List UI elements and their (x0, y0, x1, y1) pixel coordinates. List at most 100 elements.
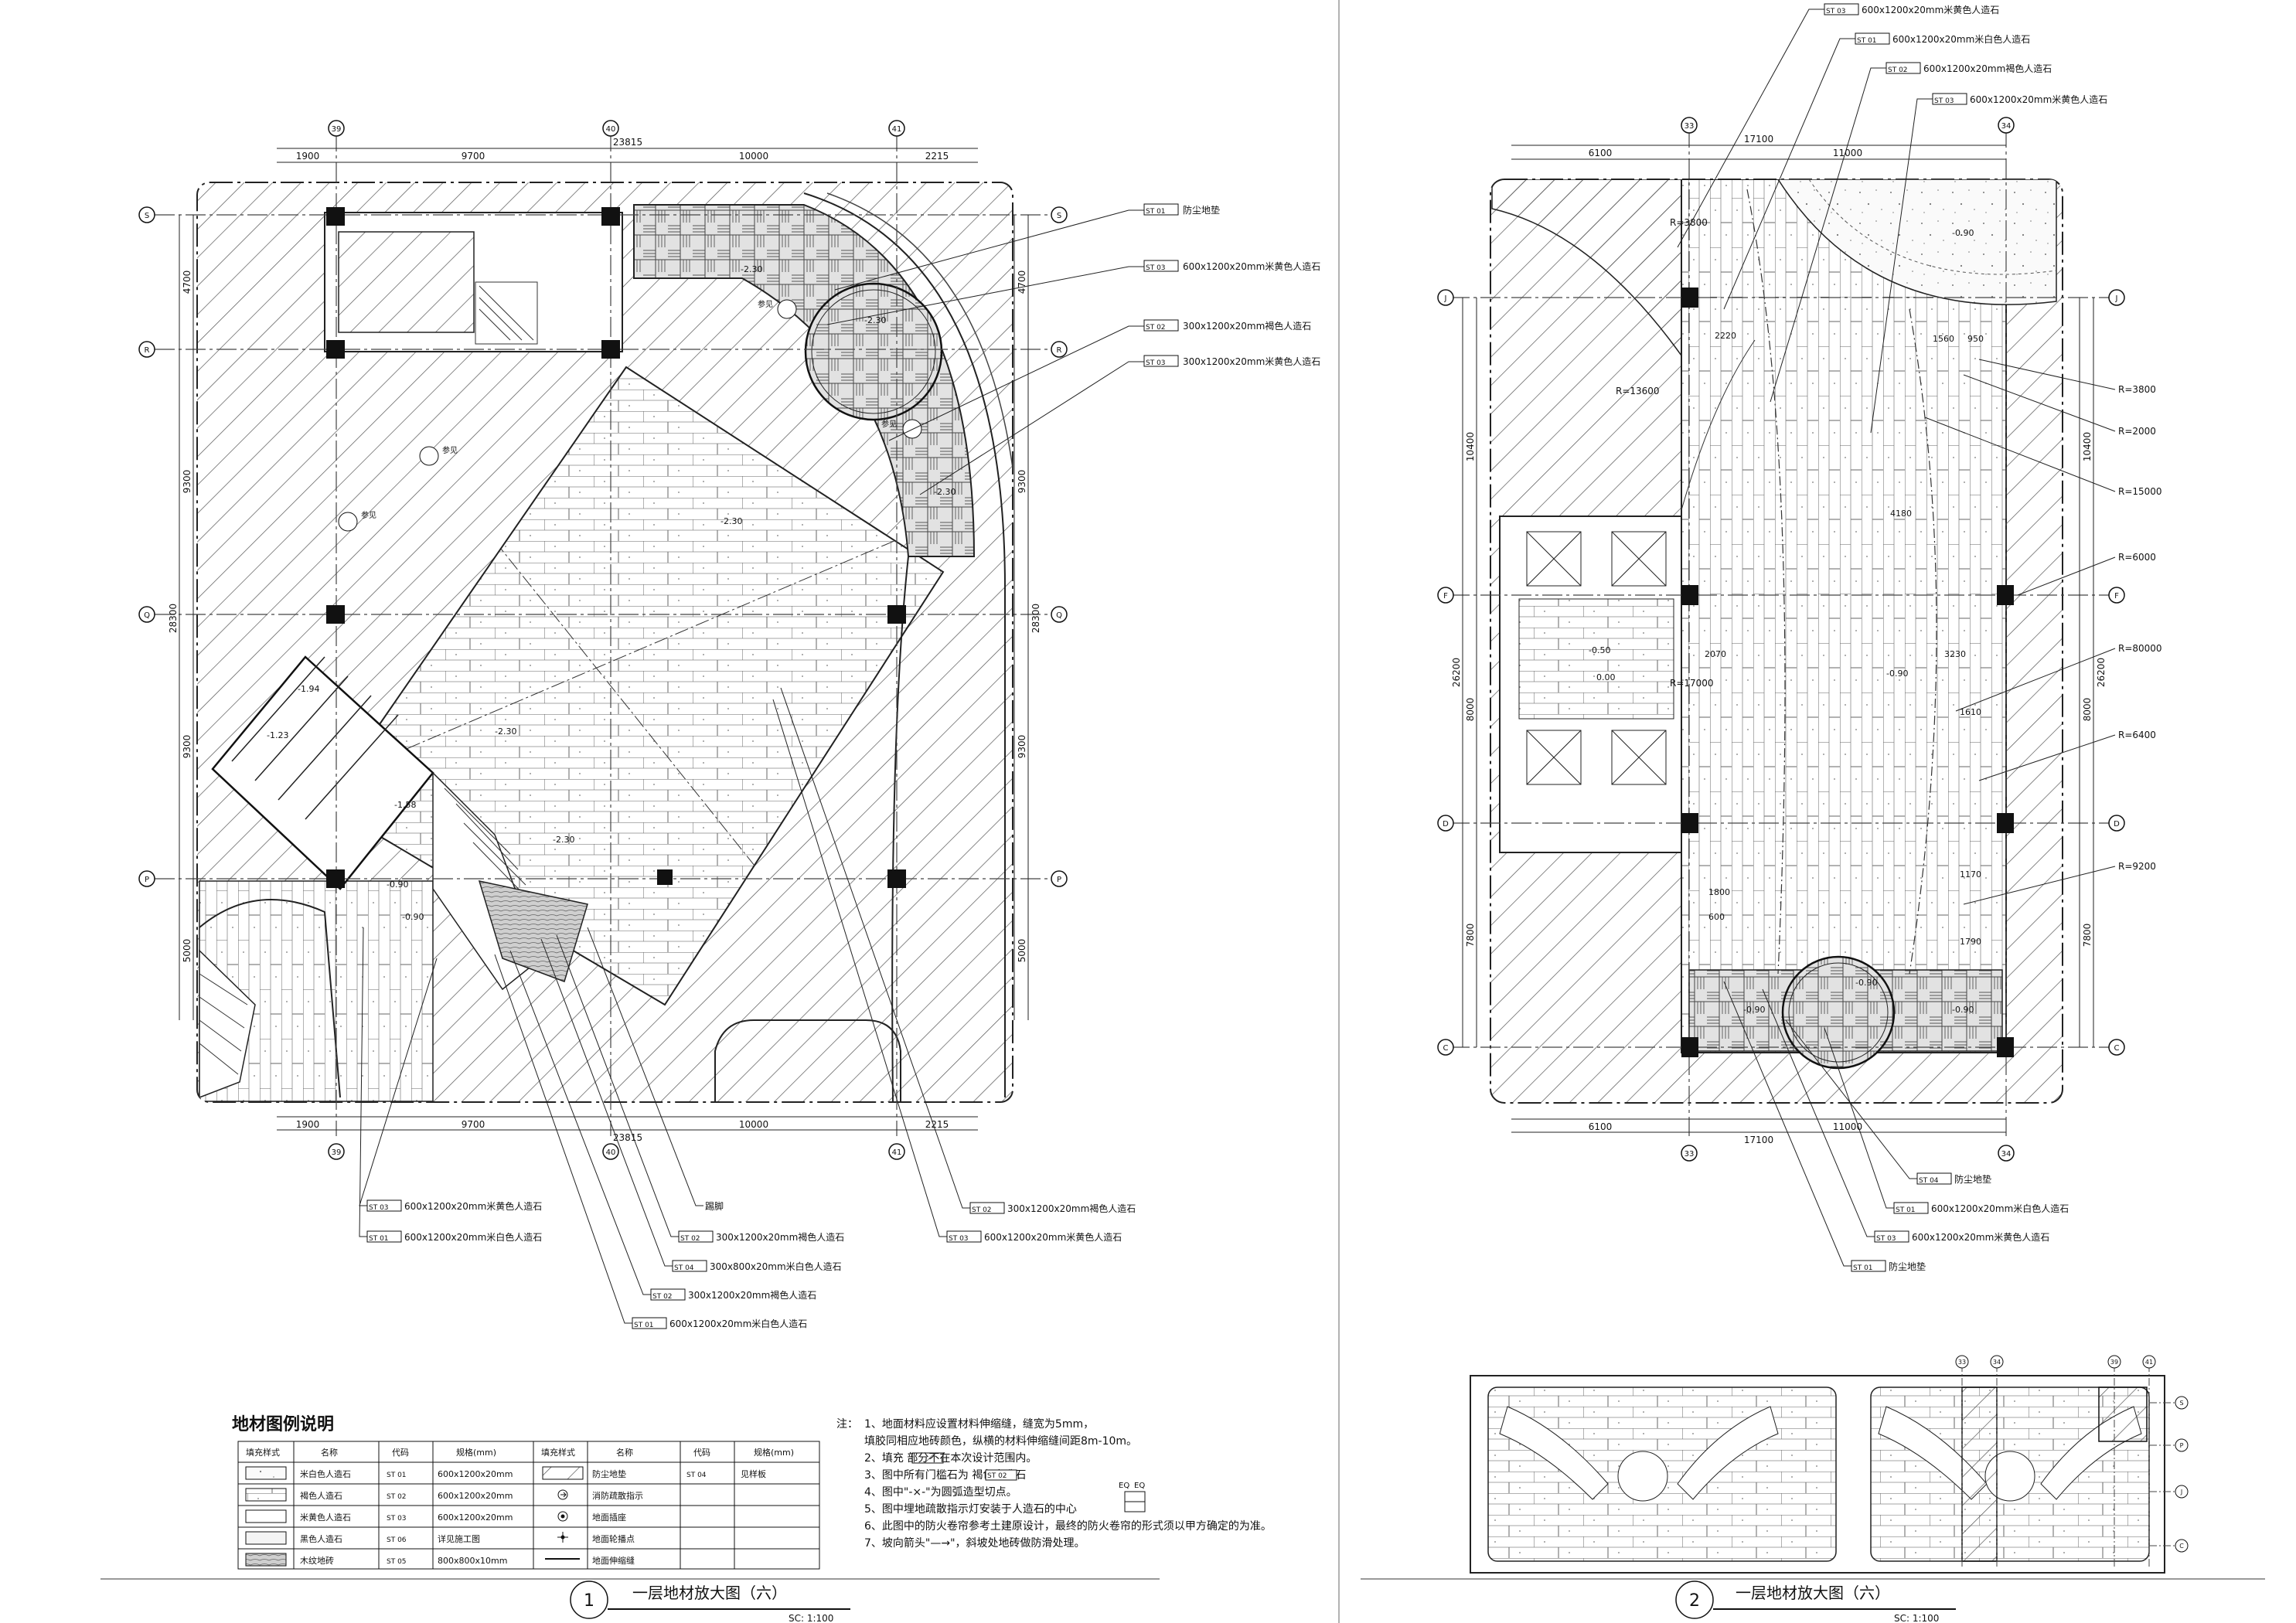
material-code: ST 04 (674, 1264, 694, 1272)
legend-header: 代码 (693, 1448, 710, 1458)
notes-prefix: 注： (836, 1418, 858, 1431)
legend-cell: 600x1200x20mm (438, 1469, 513, 1479)
dimension-text: 4700 (182, 270, 192, 294)
legend-cell: 黑色人造石 (300, 1533, 342, 1544)
ref-label: 参见 (361, 510, 376, 520)
material-code: ST 01 (1857, 37, 1877, 45)
key-axis: J (2180, 1489, 2182, 1495)
ref-label: 参见 (758, 299, 773, 309)
inner-dimension: 1800 (1708, 887, 1730, 897)
legend-cell: 800x800x10mm (438, 1556, 507, 1566)
level-mark: -0.90 (402, 912, 424, 922)
title-block-1: 1 一层地材放大图（六） SC: 1:100 (100, 1578, 1160, 1623)
dimension-text: 10000 (739, 1119, 768, 1130)
key-plan: 33 34 39 41 S P J C (1470, 1355, 2189, 1574)
level-mark: -0.90 (1952, 1005, 1974, 1015)
floor-point-icon (557, 1532, 568, 1543)
material-callout: 600x1200x20mm米黄色人造石 (1970, 94, 2107, 105)
dimension-text: 6100 (1589, 1121, 1613, 1132)
legend-header: 填充样式 (246, 1447, 280, 1458)
radius-label: R=6000 (2118, 552, 2156, 563)
level-mark: -2.30 (864, 315, 886, 325)
material-code: ST 03 (949, 1235, 969, 1243)
legend-header: 填充样式 (541, 1447, 575, 1458)
note-line: 填胶同相应地砖颜色，纵横的材料伸缩缝间距8m-10m。 (864, 1434, 1137, 1448)
exit-sign-icon (557, 1489, 568, 1500)
material-code: ST 04 (1919, 1177, 1939, 1185)
legend-cell: 地面伸缩缝 (592, 1555, 635, 1566)
radius-label: R=2000 (2118, 426, 2156, 437)
level-mark: -2.30 (934, 487, 956, 497)
legend-cell: 米黄色人造石 (300, 1512, 351, 1523)
key-axis: 34 (1993, 1359, 2001, 1366)
legend-cell: ST 01 (387, 1472, 407, 1479)
drawing-number: 2 (1689, 1591, 1700, 1611)
dimension-text: 1900 (296, 1119, 320, 1130)
axis-label: 39 (332, 1148, 342, 1157)
inner-dimension: 600 (1708, 912, 1725, 922)
level-mark: -0.90 (387, 880, 408, 890)
axis-label: Q (1056, 611, 1062, 620)
floor-socket-icon (557, 1511, 568, 1522)
material-callout: 600x1200x20mm米黄色人造石 (1183, 261, 1320, 272)
material-callout: 300x800x20mm米白色人造石 (710, 1261, 842, 1272)
axis-label: 40 (606, 125, 616, 134)
dimension-text: 7800 (1465, 924, 1476, 948)
dimension-total: 17100 (1744, 134, 1773, 145)
level-mark: -1.23 (267, 730, 288, 740)
drawing-scale: SC: 1:100 (1894, 1613, 1939, 1623)
door-material-code: ST 02 (987, 1472, 1007, 1480)
title-block-2: 2 一层地材放大图（六） SC: 1:100 (1361, 1578, 2265, 1623)
dimension-text: 10400 (2082, 432, 2093, 461)
swatch (245, 1488, 287, 1502)
dimension-total: 28300 (168, 604, 179, 633)
material-callout: 300x1200x20mm褐色人造石 (1007, 1203, 1136, 1214)
axis-label: 34 (2001, 122, 2012, 131)
material-code: ST 03 (1146, 359, 1166, 367)
material-callout: 600x1200x20mm米黄色人造石 (984, 1232, 1122, 1243)
axis-label: P (145, 876, 149, 884)
material-code: ST 02 (1146, 324, 1166, 332)
legend-cell: ST 02 (387, 1493, 407, 1501)
legend-header: 名称 (616, 1447, 633, 1458)
inner-dimension: 4180 (1890, 509, 1912, 519)
note-line: 1、地面材料应设置材料伸缩缝，缝宽为5mm， (864, 1417, 1094, 1431)
material-callout: 踢脚 (705, 1200, 724, 1212)
eq-label: EQ (1119, 1482, 1129, 1490)
material-callout: 600x1200x20mm米黄色人造石 (404, 1201, 542, 1212)
material-callout: 300x1200x20mm褐色人造石 (716, 1231, 844, 1243)
radius-label: R=9200 (2118, 861, 2156, 872)
legend-cell: 木纹地砖 (300, 1555, 334, 1566)
inner-dimension: 1610 (1960, 707, 1981, 717)
legend-header: 规格(mm) (456, 1447, 496, 1458)
axis-label: R (145, 346, 150, 355)
axis-label: C (2114, 1044, 2120, 1053)
key-axis: 33 (1958, 1359, 1966, 1366)
legend-cell: 地面轮播点 (592, 1533, 635, 1544)
legend-cell: 消防疏散指示 (592, 1490, 643, 1501)
dimension-text: 10000 (739, 151, 768, 162)
drawing-number: 1 (584, 1591, 594, 1611)
material-code: ST 01 (1853, 1264, 1873, 1272)
material-code: ST 03 (1146, 264, 1166, 272)
axis-label: F (1443, 592, 1448, 601)
material-code: ST 02 (972, 1206, 992, 1214)
axis-label: D (2114, 820, 2120, 829)
dimension-text: 6100 (1589, 148, 1613, 158)
inner-dimension: 950 (1967, 334, 1984, 344)
level-mark: -1.58 (394, 800, 416, 810)
dimension-text: 1900 (296, 151, 320, 162)
inner-dimension: 1560 (1933, 334, 1954, 344)
inner-dimension: 3230 (1944, 649, 1966, 659)
inner-dimension: 1790 (1960, 937, 1981, 947)
swatch (245, 1509, 287, 1523)
note-line: 4、图中"-×-"为圆弧造型切点。 (864, 1486, 1017, 1499)
level-mark: -2.30 (720, 516, 742, 526)
dimension-text: 9300 (182, 470, 192, 494)
material-callout: 600x1200x20mm褐色人造石 (1923, 63, 2052, 74)
key-axis: S (2179, 1400, 2183, 1407)
eq-label: EQ (1134, 1482, 1145, 1490)
level-mark: -0.90 (1952, 228, 1974, 238)
note-line: 6、此图中的防火卷帘参考土建原设计，最终的防火卷帘的形式须以甲方确定的为准。 (864, 1519, 1272, 1533)
level-mark: -2.30 (553, 835, 574, 845)
